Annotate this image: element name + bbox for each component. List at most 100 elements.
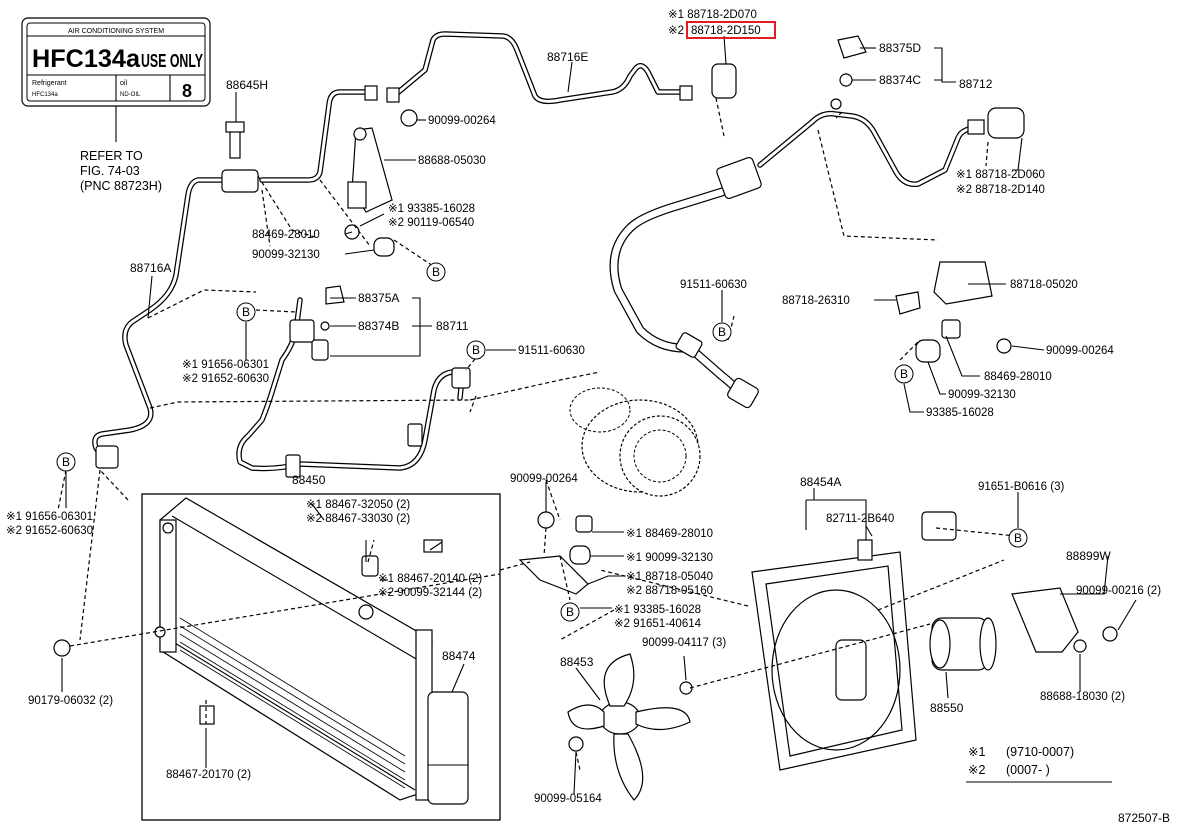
label-88467-33030[interactable]: ※2 88467-33030 (2) bbox=[306, 513, 410, 525]
plate-header: AIR CONDITIONING SYSTEM bbox=[68, 28, 164, 35]
pipe-88712 bbox=[757, 110, 981, 187]
label-88718-2D150-highlighted[interactable]: 88718-2D150 bbox=[691, 25, 761, 37]
fitting-88718-2D060 bbox=[987, 107, 1025, 139]
label-90099-32130-c[interactable]: ※1 90099-32130 bbox=[626, 552, 713, 564]
label-88718-2D140[interactable]: ※2 88718-2D140 bbox=[956, 184, 1045, 196]
label-88718-26310[interactable]: 88718-26310 bbox=[782, 295, 850, 307]
plate-main: HFC134a bbox=[32, 45, 141, 73]
label-91652-60630-b[interactable]: ※2 91652-60630 bbox=[6, 525, 93, 537]
fitting-88718-2D150 bbox=[711, 63, 737, 99]
label-90179-06032[interactable]: 90179-06032 (2) bbox=[28, 695, 113, 707]
label-90099-32130-b[interactable]: 90099-32130 bbox=[948, 389, 1016, 401]
compressor bbox=[569, 387, 701, 497]
label-91651-40614[interactable]: ※2 91651-40614 bbox=[614, 618, 702, 630]
label-88688-05030[interactable]: 88688-05030 bbox=[418, 155, 486, 167]
b-marker: B bbox=[894, 364, 914, 384]
label-88712[interactable]: 88712 bbox=[959, 77, 993, 91]
label-90099-00216[interactable]: 90099-00216 (2) bbox=[1076, 585, 1161, 597]
label-88467-20170[interactable]: 88467-20170 (2) bbox=[166, 769, 251, 781]
pipe-88711 bbox=[236, 297, 465, 472]
clamp-left bbox=[95, 445, 119, 469]
label-90099-05164[interactable]: 90099-05164 bbox=[534, 793, 602, 805]
label-91652-60630-a[interactable]: ※2 91652-60630 bbox=[182, 373, 269, 385]
label-90119-06540[interactable]: ※2 90119-06540 bbox=[388, 217, 474, 229]
label-93385-16028-c[interactable]: ※1 93385-16028 bbox=[614, 604, 701, 616]
label-88718-05040[interactable]: ※1 88718-05040 bbox=[626, 571, 713, 583]
bracket-88718-05040 bbox=[518, 555, 589, 595]
label-91656-06301-a[interactable]: ※1 91656-06301 bbox=[182, 359, 269, 371]
svg-text:B: B bbox=[472, 343, 480, 357]
label-prefix-2: ※2 bbox=[668, 25, 684, 37]
fan-88453 bbox=[567, 653, 691, 801]
svg-text:B: B bbox=[432, 265, 440, 279]
pipe-88716A bbox=[92, 89, 375, 463]
label-88716E[interactable]: 88716E bbox=[547, 50, 588, 64]
bracket-88718-05020 bbox=[933, 261, 993, 305]
part-labels: ※1 88718-2D070 ※2 88718-2D150 88716E 883… bbox=[6, 9, 1161, 805]
hose-91511-60630 bbox=[609, 156, 762, 409]
label-88467-20140[interactable]: ※1 88467-20140 (2) bbox=[378, 573, 482, 585]
label-90099-00264-a[interactable]: 90099-00264 bbox=[428, 115, 496, 127]
b-markers: B B B B B B B B bbox=[56, 262, 1028, 622]
label-88454A[interactable]: 88454A bbox=[800, 475, 841, 489]
dashed-reference-lines bbox=[57, 97, 1017, 771]
label-88474[interactable]: 88474 bbox=[442, 649, 476, 663]
label-88374B[interactable]: 88374B bbox=[358, 319, 399, 333]
figure-code: 872507-B bbox=[1118, 811, 1170, 825]
refer-note-line-2: FIG. 74-03 bbox=[80, 164, 140, 178]
svg-text:B: B bbox=[1014, 531, 1022, 545]
plate-oil-value: ND-OIL bbox=[120, 92, 141, 98]
legend-mark-2: ※2 bbox=[968, 763, 985, 777]
label-88467-32050[interactable]: ※1 88467-32050 (2) bbox=[306, 499, 410, 511]
label-90099-00264-b[interactable]: 90099-00264 bbox=[1046, 345, 1114, 357]
label-88718-05020[interactable]: 88718-05020 bbox=[1010, 279, 1078, 291]
b-marker: B bbox=[56, 452, 76, 472]
connector-plug bbox=[921, 511, 957, 541]
label-88469-28010-c[interactable]: ※1 88469-28010 bbox=[626, 528, 713, 540]
label-88375D[interactable]: 88375D bbox=[879, 41, 921, 55]
motor-88550 bbox=[929, 617, 997, 671]
label-90099-00264-c[interactable]: 90099-00264 bbox=[510, 473, 578, 485]
label-88375A[interactable]: 88375A bbox=[358, 291, 399, 305]
label-90099-32144[interactable]: ※2 90099-32144 (2) bbox=[378, 587, 482, 599]
label-88469-28010-b[interactable]: 88469-28010 bbox=[984, 371, 1052, 383]
shroud-88454A bbox=[751, 539, 917, 771]
label-88718-2D070[interactable]: ※1 88718-2D070 bbox=[668, 9, 757, 21]
plate-refrigerant-value: HFC134a bbox=[32, 92, 58, 98]
label-88453[interactable]: 88453 bbox=[560, 655, 594, 669]
label-88645H[interactable]: 88645H bbox=[226, 78, 268, 92]
label-93385-16028-b[interactable]: 93385-16028 bbox=[926, 407, 994, 419]
legend: ※1 (9710-0007) ※2 (0007- ) bbox=[966, 745, 1112, 783]
label-82711-2B640[interactable]: 82711-2B640 bbox=[826, 513, 894, 525]
pipe-88716E bbox=[392, 31, 691, 105]
label-90099-32130-a[interactable]: 90099-32130 bbox=[252, 249, 320, 261]
label-90099-04117[interactable]: 90099-04117 (3) bbox=[642, 637, 726, 649]
label-88718-2D060[interactable]: ※1 88718-2D060 bbox=[956, 169, 1045, 181]
cap-88375D bbox=[837, 35, 867, 59]
legend-range-2: (0007- ) bbox=[1006, 763, 1050, 777]
receiver-88474 bbox=[427, 691, 469, 805]
label-91511-60630-b[interactable]: 91511-60630 bbox=[518, 345, 585, 357]
label-88469-28010-a[interactable]: 88469-28010 bbox=[252, 229, 320, 241]
label-88711[interactable]: 88711 bbox=[436, 319, 469, 333]
label-88718-05160[interactable]: ※2 88718-05160 bbox=[626, 585, 713, 597]
label-91511-60630-a[interactable]: 91511-60630 bbox=[680, 279, 747, 291]
b-marker: B bbox=[466, 340, 486, 360]
label-88899W[interactable]: 88899W bbox=[1066, 549, 1111, 563]
refer-note: REFER TO FIG. 74-03 (PNC 88723H) bbox=[80, 149, 162, 193]
label-88450[interactable]: 88450 bbox=[292, 473, 326, 487]
label-88374C[interactable]: 88374C bbox=[879, 73, 921, 87]
b-marker: B bbox=[712, 322, 732, 342]
bracket-88688-05030 bbox=[347, 127, 393, 213]
label-88550[interactable]: 88550 bbox=[930, 701, 964, 715]
label-91656-06301-b[interactable]: ※1 91656-06301 bbox=[6, 511, 93, 523]
label-88716A[interactable]: 88716A bbox=[130, 261, 171, 275]
b-marker: B bbox=[560, 602, 580, 622]
highlight-box bbox=[686, 21, 776, 39]
label-88688-18030[interactable]: 88688-18030 (2) bbox=[1040, 691, 1125, 703]
label-93385-16028-a[interactable]: ※1 93385-16028 bbox=[388, 203, 475, 215]
b-marker: B bbox=[1008, 528, 1028, 548]
label-91651-B0616[interactable]: 91651-B0616 (3) bbox=[978, 481, 1064, 493]
